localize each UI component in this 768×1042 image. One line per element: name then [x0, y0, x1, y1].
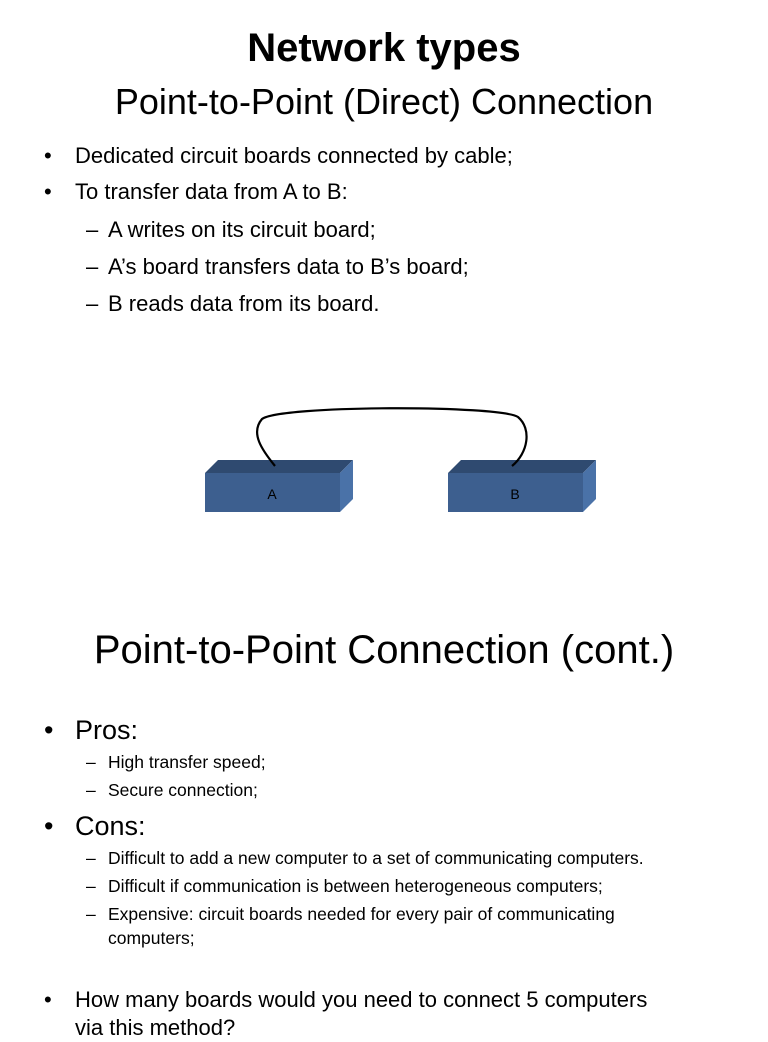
cons-item: – Expensive: circuit boards needed for e…	[0, 902, 768, 926]
pros-cons-list: • Pros: – High transfer speed; – Secure …	[0, 714, 768, 950]
bullet-glyph: •	[44, 179, 52, 204]
dash-glyph: –	[86, 752, 96, 772]
board-b-label: B	[510, 486, 519, 502]
cons-text: computers;	[108, 928, 195, 948]
question-text: How many boards would you need to connec…	[75, 987, 648, 1012]
bullet-item: • Dedicated circuit boards connected by …	[0, 142, 768, 178]
dash-glyph: –	[86, 217, 99, 242]
slide-subtitle: Point-to-Point (Direct) Connection	[114, 81, 654, 122]
slide2-title: Point-to-Point Connection (cont.)	[93, 628, 675, 672]
cons-text: Difficult if communication is between he…	[108, 876, 603, 896]
cons-text: Difficult to add a new computer to a set…	[108, 848, 644, 868]
cons-heading: • Cons:	[0, 810, 768, 846]
cons-item: – Difficult to add a new computer to a s…	[0, 846, 768, 874]
dash-glyph: –	[86, 291, 99, 316]
bullet-item: • To transfer data from A to B:	[0, 178, 768, 216]
pros-item: – Secure connection;	[0, 778, 768, 810]
bullet-text: To transfer data from A to B:	[75, 179, 348, 204]
cons-label: Cons:	[75, 811, 146, 841]
board-connection-diagram: A B	[205, 407, 596, 512]
dash-glyph: –	[86, 876, 96, 896]
board-a-label: A	[267, 486, 277, 502]
sub-bullet-item: – B reads data from its board.	[0, 290, 768, 327]
pros-label: Pros:	[75, 715, 139, 745]
sub-bullet-text: B reads data from its board.	[108, 291, 380, 316]
dash-glyph: –	[86, 254, 99, 279]
board-a: A	[205, 460, 353, 512]
cons-text: Expensive: circuit boards needed for eve…	[108, 904, 615, 924]
dash-glyph: –	[86, 848, 96, 868]
bullet-text: Dedicated circuit boards connected by ca…	[75, 143, 513, 168]
bullet-glyph: •	[44, 811, 54, 841]
sub-bullet-text: A’s board transfers data to B’s board;	[108, 254, 469, 279]
question-text-continued: via this method?	[75, 1015, 236, 1040]
connecting-cable	[256, 407, 528, 467]
cons-item: – Difficult if communication is between …	[0, 874, 768, 902]
bullet-glyph: •	[44, 715, 54, 745]
dash-glyph: –	[86, 904, 96, 924]
sub-bullet-item: – A’s board transfers data to B’s board;	[0, 253, 768, 290]
sub-bullet-text: A writes on its circuit board;	[108, 217, 376, 242]
cons-item-continuation: computers;	[0, 926, 768, 950]
bullet-glyph: •	[44, 987, 52, 1012]
sub-bullet-item: – A writes on its circuit board;	[0, 216, 768, 253]
dash-glyph: –	[86, 780, 96, 800]
pros-text: High transfer speed;	[108, 752, 266, 772]
board-b: B	[448, 460, 596, 512]
pros-text: Secure connection;	[108, 780, 258, 800]
pros-item: – High transfer speed;	[0, 750, 768, 778]
bullet-glyph: •	[44, 143, 52, 168]
page-title: Network types	[247, 26, 521, 70]
bullet-list: • Dedicated circuit boards connected by …	[0, 142, 768, 327]
question-bullet: • How many boards would you need to conn…	[0, 986, 768, 1042]
pros-heading: • Pros:	[0, 714, 768, 750]
